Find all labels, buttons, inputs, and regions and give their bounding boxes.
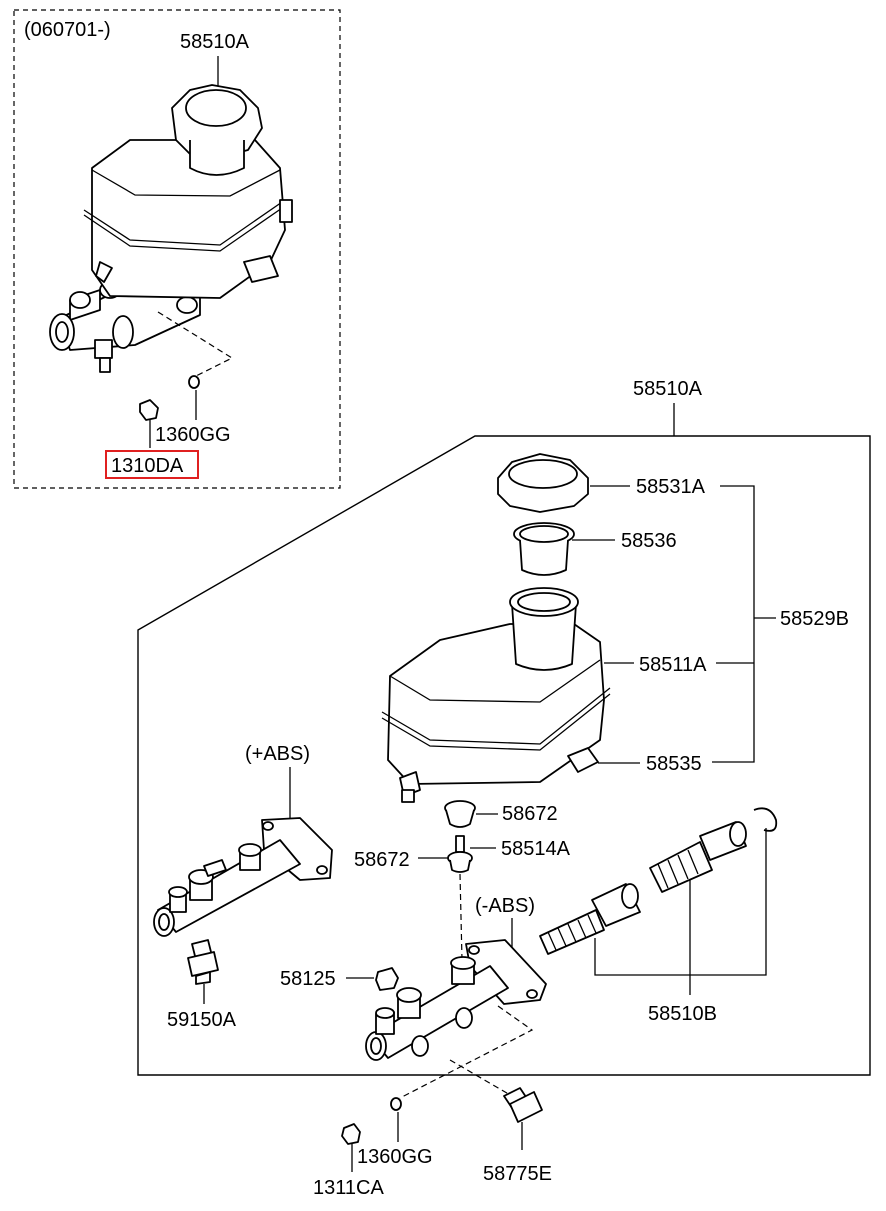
gasket-label[interactable]: 1360GG xyxy=(357,1146,433,1168)
fitting-label[interactable]: 59150A xyxy=(167,1009,237,1031)
piston-kit-label[interactable]: 58510B xyxy=(648,1003,717,1025)
inset-reservoir-illustration xyxy=(49,84,293,373)
abs-master-cylinder-part[interactable] xyxy=(153,817,333,937)
kit-label[interactable]: 58529B xyxy=(780,608,849,630)
switch-label[interactable]: 58775E xyxy=(483,1163,552,1185)
adapter-part[interactable] xyxy=(447,835,473,873)
inset-gasket-label[interactable]: 1360GG xyxy=(155,424,231,446)
plug-part[interactable] xyxy=(375,967,399,991)
inset-gasket-part[interactable] xyxy=(188,375,200,389)
reservoir-part[interactable] xyxy=(381,587,611,803)
inset-assembly-label[interactable]: 58510A xyxy=(180,31,250,53)
inset-nut-highlight-box xyxy=(105,450,199,479)
piston-kit-part[interactable] xyxy=(539,807,778,955)
nut-part[interactable] xyxy=(341,1123,361,1145)
seal-upper-part[interactable] xyxy=(444,800,476,828)
non-abs-master-cylinder-part[interactable] xyxy=(365,939,547,1061)
without-abs-label: (-ABS) xyxy=(475,895,535,917)
connector-label[interactable]: 58535 xyxy=(646,753,702,775)
inset-nut-label[interactable]: 1310DA xyxy=(111,455,184,477)
seal-upper-label[interactable]: 58672 xyxy=(502,803,558,825)
fitting-part[interactable] xyxy=(187,939,219,985)
inset-dashed-border xyxy=(13,9,341,489)
strainer-part[interactable] xyxy=(513,522,575,576)
inset-nut-part[interactable] xyxy=(139,399,159,421)
strainer-label[interactable]: 58536 xyxy=(621,530,677,552)
with-abs-label: (+ABS) xyxy=(245,743,310,765)
inset-date-range: (060701-) xyxy=(24,19,111,41)
cap-part[interactable] xyxy=(497,453,589,513)
seal-lower-label[interactable]: 58672 xyxy=(354,849,410,871)
nut-label[interactable]: 1311CA xyxy=(313,1177,384,1199)
gasket-part[interactable] xyxy=(390,1097,402,1111)
connector-part[interactable] xyxy=(567,747,599,773)
switch-part[interactable] xyxy=(503,1087,543,1123)
plug-label[interactable]: 58125 xyxy=(280,968,336,990)
reservoir-label[interactable]: 58511A xyxy=(639,654,707,676)
main-assembly-frame: 58510A xyxy=(137,378,871,1076)
main-assembly-label[interactable]: 58510A xyxy=(633,378,703,400)
cap-label[interactable]: 58531A xyxy=(636,476,706,498)
inset-panel: (060701-) 58510A xyxy=(13,9,341,489)
adapter-label[interactable]: 58514A xyxy=(501,838,571,860)
